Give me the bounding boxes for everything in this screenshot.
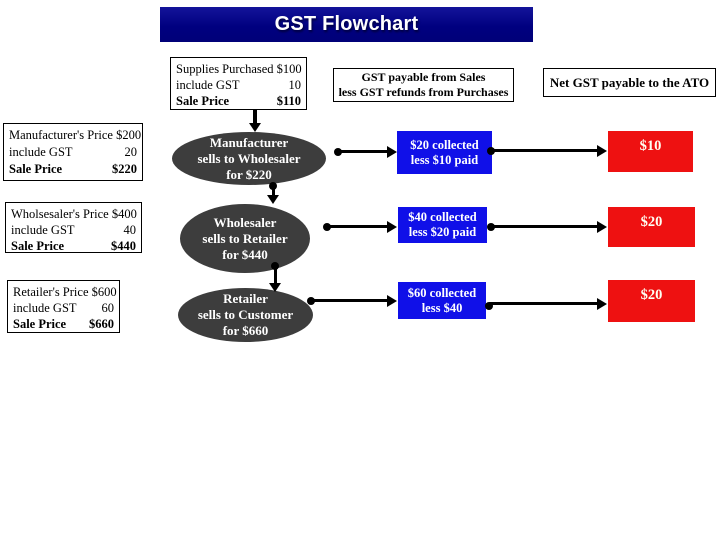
price-sale-row: Sale Price $660 [13,316,114,332]
net-box-wholesaler: $20 [608,207,695,247]
gst-box-wholesaler: $40 collected less $20 paid [398,207,487,243]
supplies-purchased-box: Supplies Purchased $100 include GST 10 S… [170,57,307,110]
manufacturer-oval: Manufacturer sells to Wholesaler for $22… [172,132,326,185]
connector-gstbox3-to-netbox3-arrowhead-icon [597,298,607,310]
gst-box-retailer: $60 collected less $40 [398,282,486,319]
page-title: GST Flowchart [274,13,419,35]
oval-line2: sells to Wholesaler [197,150,301,166]
supplies-gst-label: include GST [176,78,240,92]
price-sale-label: Sale Price [11,239,65,253]
gst-box-line1: $40 collected [408,210,477,224]
manufacturer-price-box: Manufacturer's Price $200 include GST 20… [3,123,143,181]
price-gst-row: include GST 40 [11,222,136,238]
connector-oval1-to-oval2-arrowhead-icon [267,195,279,204]
net-gst-header-text: Net GST payable to the ATO [549,74,710,90]
price-sale-label: Sale Price [9,162,63,176]
connector-gstbox3-to-netbox3-line [489,302,597,305]
oval-line2: sells to Customer [197,307,294,322]
gst-box-line1: $60 collected [407,285,477,300]
price-sale-label: Sale Price [13,317,67,331]
gst-box-line2: less $20 paid [408,225,477,239]
price-line1: Manufacturer's Price $200 [9,128,142,142]
connector-oval1-to-oval2-line [272,186,275,196]
connector-oval3-to-gstbox3-line [311,299,387,302]
price-sale-value: $440 [111,239,136,253]
net-amount: $20 [640,214,663,230]
gst-payable-header: GST payable from Sales less GST refunds … [333,68,514,102]
gst-payable-header-line1: GST payable from Sales [361,70,486,84]
price-sale-value: $220 [112,162,137,176]
connector-gstbox1-to-netbox1-line [491,149,597,152]
price-line1: Retailer's Price $600 [13,285,117,299]
price-gst-row: include GST 20 [9,144,137,161]
net-box-manufacturer: $10 [608,131,693,172]
price-gst-label: include GST [13,301,77,315]
gst-box-line2: less $40 [421,300,463,315]
retailer-price-box: Retailer's Price $600 include GST 60 Sal… [7,280,120,333]
connector-oval1-to-gstbox1-arrowhead-icon [387,146,397,158]
connector-gstbox3-to-netbox3-dot-icon [485,302,493,310]
wholesaler-oval: Wholesaler sells to Retailer for $440 [180,204,310,273]
price-gst-value: 20 [124,145,138,159]
supplies-sale-row: Sale Price $110 [176,93,301,109]
connector-gstbox2-to-netbox2-arrowhead-icon [597,221,607,233]
price-sale-row: Sale Price $220 [9,161,137,178]
price-line1: Wholsesaler's Price $400 [11,207,137,221]
price-gst-row: include GST 60 [13,300,114,316]
price-gst-value: 40 [123,223,137,237]
retailer-oval: Retailer sells to Customer for $660 [178,288,313,342]
supplies-gst-value: 10 [288,78,302,92]
oval-line3: for $220 [226,166,272,182]
connector-oval2-to-oval3-line [274,266,277,284]
connector-oval1-to-gstbox1-line [338,150,387,153]
net-box-retailer: $20 [608,280,695,322]
wholesaler-price-box: Wholsesaler's Price $400 include GST 40 … [5,202,142,253]
oval-line3: for $440 [222,246,268,262]
price-gst-value: 60 [101,301,115,315]
title-banner: GST Flowchart [160,7,533,42]
price-gst-label: include GST [11,223,75,237]
price-sale-row: Sale Price $440 [11,238,136,253]
gst-box-line2: less $10 paid [410,152,479,167]
connector-supplies-to-manufacturer-line [253,109,257,124]
connector-oval2-to-gstbox2-line [327,225,387,228]
supplies-sale-label: Sale Price [176,94,230,108]
price-gst-label: include GST [9,145,73,159]
gst-box-manufacturer: $20 collected less $10 paid [397,131,492,174]
gst-box-line1: $20 collected [410,137,479,152]
connector-gstbox2-to-netbox2-line [491,225,597,228]
connector-oval2-to-gstbox2-arrowhead-icon [387,221,397,233]
oval-line1: Retailer [223,291,268,306]
price-sale-value: $660 [89,317,114,331]
net-gst-header: Net GST payable to the ATO [543,68,716,97]
oval-line1: Wholesaler [213,214,277,230]
connector-oval2-to-oval3-arrowhead-icon [269,283,281,292]
supplies-sale-value: $110 [276,94,301,108]
net-amount: $10 [639,138,662,154]
connector-supplies-to-manufacturer-arrowhead-icon [249,123,261,132]
connector-gstbox1-to-netbox1-arrowhead-icon [597,145,607,157]
oval-line2: sells to Retailer [202,230,288,246]
oval-line1: Manufacturer [209,134,289,150]
gst-payable-header-line2: less GST refunds from Purchases [338,85,509,99]
net-amount: $20 [640,287,663,303]
supplies-line1: Supplies Purchased $100 [176,62,302,76]
oval-line3: for $660 [222,323,269,338]
connector-oval3-to-gstbox3-arrowhead-icon [387,295,397,307]
supplies-gst-row: include GST 10 [176,77,301,93]
